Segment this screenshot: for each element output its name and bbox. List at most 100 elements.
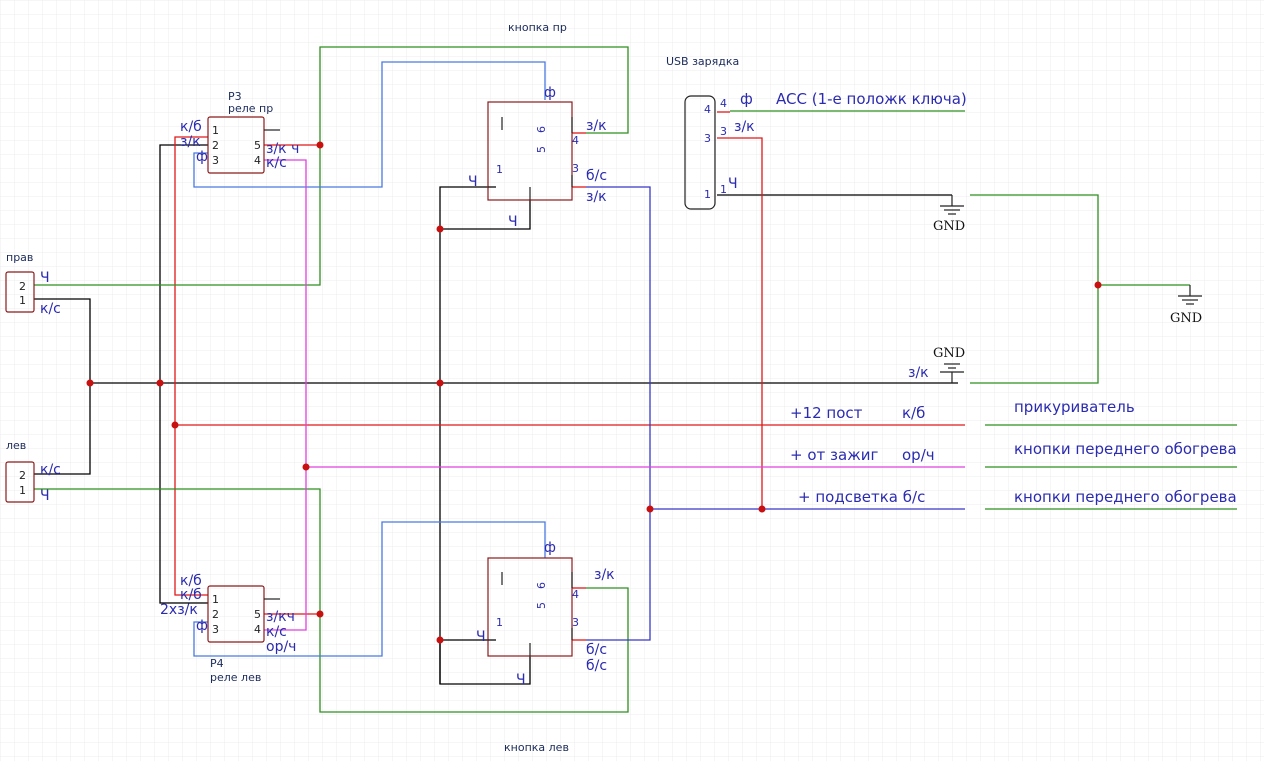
pin-label: 5 — [254, 139, 261, 152]
pin-label: 6 — [535, 126, 548, 133]
wires-green — [34, 46, 1237, 713]
wires-blue — [193, 61, 546, 657]
wire-label: Ч — [468, 174, 478, 190]
wire-label: ф — [544, 540, 556, 556]
connector-prav: прав 2 1 Ч к/с — [5, 251, 61, 317]
wire-label: ф — [196, 149, 208, 165]
pin-label: 4 — [572, 588, 579, 601]
wire-label: ф — [544, 85, 556, 101]
pin-label: 1 — [212, 593, 219, 606]
wire-label: з/к ч — [266, 141, 299, 157]
pin-label: 1 — [19, 294, 26, 307]
pin-label: 4 — [254, 154, 261, 167]
wire-label: к/б — [180, 587, 202, 603]
button-pr-title: кнопка пр — [508, 21, 567, 34]
wire-label: 2xз/к — [160, 602, 198, 618]
pin-label: 4 — [254, 623, 261, 636]
ground-1: GND — [933, 195, 965, 234]
relay-p4-name: реле лев — [210, 671, 261, 684]
acc-label: ACC (1-е положк ключа) — [776, 90, 967, 108]
front-heat-label-2: кнопки переднего обогрева — [1014, 488, 1237, 506]
pin-label: 3 — [212, 623, 219, 636]
wire-label: Ч — [508, 214, 518, 230]
wires-dark-blue — [586, 186, 965, 641]
p12-label: +12 пост — [790, 404, 863, 422]
front-heat-label-1: кнопки переднего обогрева — [1014, 440, 1237, 458]
wire-label: з/к — [586, 118, 607, 134]
pin-label: 3 — [572, 616, 579, 629]
light-label: + подсветка б/с — [798, 488, 925, 506]
pin-label: 4 — [720, 97, 727, 110]
connector-lev: лев 2 1 к/с Ч — [5, 439, 61, 504]
wire-label: к/с — [40, 301, 61, 317]
pin-label: 3 — [572, 162, 579, 175]
relay-p3-name: реле пр — [228, 102, 273, 115]
wire-label: ф — [740, 90, 753, 108]
pin-label: 1 — [19, 484, 26, 497]
usb-title: USB зарядка — [666, 55, 739, 68]
wire-label: з/к — [180, 134, 201, 150]
wire-label: з/к — [734, 119, 755, 135]
wire-label: к/б — [902, 404, 925, 422]
wire-label: к/с — [266, 155, 287, 171]
pin-label: 2 — [19, 469, 26, 482]
pin-label: 4 — [572, 134, 579, 147]
wire-label: Ч — [728, 176, 738, 192]
wire-label: Ч — [40, 270, 50, 286]
wire-label: Ч — [40, 488, 50, 504]
pin-label: 5 — [535, 602, 548, 609]
relay-p4: 1 2 3 5 4 к/б к/б 2xз/к ф з/кч к/с ор/ч … — [160, 573, 296, 684]
wire-label: к/с — [40, 462, 61, 478]
wire-label: Ч — [476, 629, 486, 645]
ground-2: GND — [1170, 285, 1202, 326]
wire-label: Ч — [516, 672, 526, 688]
ground-3: GND з/к — [908, 346, 965, 383]
button-knopka-lev: 6 5 1 4 3 ф з/к Ч б/с б/с Ч кнопка лев — [476, 540, 615, 754]
gnd-label: GND — [933, 219, 965, 234]
ign-label: + от зажиг — [790, 446, 878, 464]
wire-label: б/с — [586, 658, 607, 674]
wires-magenta — [264, 159, 965, 631]
wire-label: к/б — [180, 119, 202, 135]
gnd-label: GND — [933, 346, 965, 361]
relay-p4-id: P4 — [210, 657, 224, 670]
button-lev-title: кнопка лев — [504, 741, 569, 754]
wire-label: к/с — [266, 624, 287, 640]
pin-label: 6 — [535, 582, 548, 589]
wire-label: к/б — [180, 573, 202, 589]
wire-label: з/к — [586, 189, 607, 205]
relay-p3-id: P3 — [228, 90, 242, 103]
pin-label: 3 — [212, 154, 219, 167]
power-labels: +12 пост к/б + от зажиг ор/ч + подсветка… — [790, 398, 1237, 506]
wires-black — [34, 144, 958, 685]
wire-label: з/к — [594, 567, 615, 583]
junction-dots — [86, 141, 1102, 644]
wire-label: б/с — [586, 168, 607, 184]
wires-red — [174, 111, 965, 641]
wire-label: з/к — [908, 365, 929, 381]
usb-charger: USB зарядка 4 3 1 4 3 1 ф ACC (1-е полож… — [666, 55, 967, 210]
connector-prav-label: прав — [6, 251, 33, 264]
button-knopka-pr: кнопка пр 6 5 1 4 3 ф з/к Ч б/с з/к Ч — [468, 21, 607, 230]
pin-label: 1 — [212, 124, 219, 137]
pin-label: 4 — [704, 103, 711, 116]
pin-label: 5 — [254, 608, 261, 621]
wire-label: ор/ч — [902, 446, 935, 464]
pin-label: 1 — [496, 616, 503, 629]
wire-label: б/с — [586, 642, 607, 658]
pin-label: 2 — [212, 139, 219, 152]
pin-label: 2 — [212, 608, 219, 621]
pin-label: 5 — [535, 146, 548, 153]
pin-label: 3 — [720, 125, 727, 138]
pin-label: 3 — [704, 132, 711, 145]
wire-label: ор/ч — [266, 639, 296, 655]
pin-label: 1 — [720, 183, 727, 196]
wire-label: ф — [196, 618, 208, 634]
pin-label: 2 — [19, 280, 26, 293]
gnd-label: GND — [1170, 311, 1202, 326]
relay-p3: P3 реле пр 1 2 3 5 4 к/б з/к ф з/к ч к/с — [180, 90, 299, 174]
pin-label: 1 — [704, 188, 711, 201]
pin-label: 1 — [496, 163, 503, 176]
wire-label: з/кч — [266, 609, 295, 625]
